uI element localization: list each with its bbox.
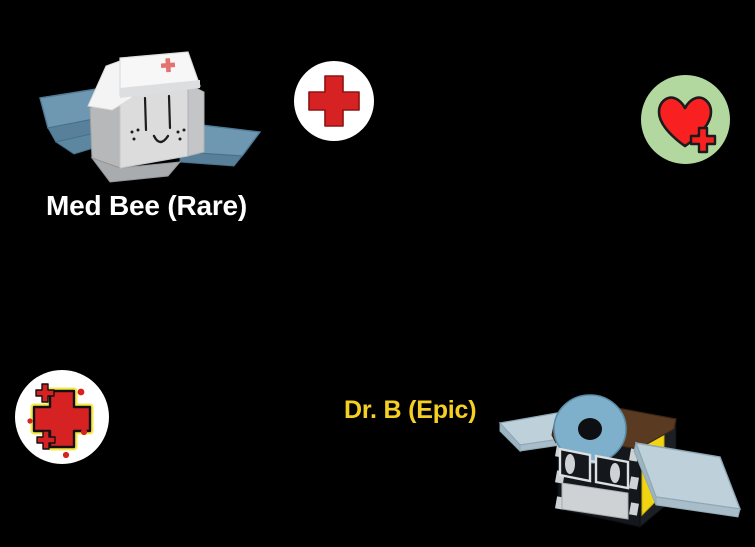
med-bee-face — [130, 94, 186, 144]
red-cross-shape — [308, 75, 360, 127]
satellite-cross-bottom-left-icon — [36, 430, 56, 450]
med-bee-render — [39, 51, 262, 183]
med-bee-name-label: Med Bee (Rare) — [46, 190, 248, 221]
gold-cross-badge[interactable] — [14, 369, 110, 465]
med-bee-nurse-hat — [87, 51, 201, 111]
green-heart-badge[interactable] — [640, 74, 731, 165]
med-bee-model[interactable] — [28, 36, 288, 196]
dr-b-render — [498, 394, 742, 529]
satellite-cross-top-left-icon — [35, 383, 55, 403]
red-cross-badge-icon — [294, 61, 374, 141]
cross-main-shape — [32, 389, 92, 449]
red-cross-badge[interactable] — [293, 60, 375, 142]
dr-b-right-wing — [633, 441, 742, 518]
dr-b-glasses-icon — [558, 447, 630, 490]
gold-outlined-red-cross-badge-icon — [15, 370, 109, 464]
med-bee-body — [89, 83, 205, 183]
heart-badge-small-cross-icon — [689, 126, 717, 154]
green-heart-cross-badge-icon — [641, 75, 730, 164]
nurse-hat-cross-icon — [160, 58, 176, 73]
dr-b-model[interactable] — [490, 385, 755, 547]
dr-b-name-label: Dr. B (Epic) — [344, 396, 477, 424]
sparkle-dots — [27, 388, 88, 459]
dr-b-mask — [561, 482, 629, 520]
